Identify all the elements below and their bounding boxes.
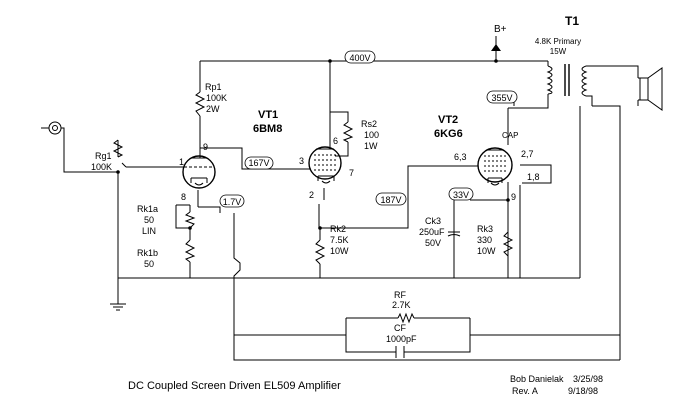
output-transformer-icon	[546, 64, 593, 106]
t1-primary-label: 4.8K Primary	[535, 37, 581, 46]
wires	[63, 36, 639, 361]
svg-text:187V: 187V	[380, 195, 401, 205]
input-jack-icon	[41, 121, 65, 135]
rp1-ref-label: Rp1	[205, 82, 222, 92]
voltage-badge-1-7v: 1.7V	[219, 194, 245, 208]
vt1-pin-8: 8	[181, 192, 186, 202]
rk1a-value-label: 50	[144, 215, 154, 225]
vt1-pin-6: 6	[333, 136, 338, 146]
vt1-pin-2: 2	[309, 190, 314, 200]
vt1-pin-1: 1	[179, 157, 184, 167]
vt1-pin-3: 3	[299, 156, 304, 166]
author-date-label: 3/25/98	[573, 374, 603, 384]
diagram-title: DC Coupled Screen Driven EL509 Amplifier	[128, 380, 341, 392]
vt2-pin-a: 2,7	[521, 149, 534, 159]
rk3-value-label: 330	[477, 235, 492, 245]
svg-text:355V: 355V	[491, 93, 512, 103]
vt1-pin-9: 9	[203, 142, 208, 152]
rg1-value-label: 100K	[91, 162, 112, 172]
voltage-badge-355v: 355V	[486, 90, 518, 104]
vt1-ref-label: VT1	[258, 109, 278, 121]
vt2-pin-g: 6,3	[454, 152, 467, 162]
voltage-badge-187v: 187V	[375, 192, 407, 206]
capacitor-cf	[395, 346, 405, 358]
t1-ref-label: T1	[565, 14, 579, 28]
rk1a-ref-label: Rk1a	[137, 204, 158, 214]
cf-value-label: 1000pF	[386, 334, 417, 344]
vt1-pentode-icon	[308, 134, 342, 184]
vt2-cap-label: CAP	[502, 131, 518, 140]
rk1b-value-label: 50	[144, 259, 154, 269]
rk3-ref-label: Rk3	[477, 224, 493, 234]
rk1b-ref-label: Rk1b	[137, 248, 158, 258]
speaker-icon	[638, 67, 663, 111]
rk2-value-label: 7.5K	[330, 235, 349, 245]
vt2-pin-k: 1,8	[527, 172, 540, 182]
svg-text:33V: 33V	[453, 190, 469, 200]
revision-date-label: 9/18/98	[568, 386, 598, 396]
resistor-rg1	[112, 139, 127, 168]
rp1-power-label: 2W	[206, 104, 220, 114]
b-plus-label: B+	[494, 24, 507, 35]
ck3-value-label: 250uF	[419, 227, 445, 237]
ground-symbol	[110, 300, 126, 311]
vt1-type-label: 6BM8	[253, 123, 282, 135]
vt1-pin-7: 7	[349, 168, 354, 178]
resistor-rp1	[194, 91, 206, 117]
rg1-ref-label: Rg1	[95, 151, 112, 161]
ck3-voltage-label: 50V	[425, 238, 441, 248]
resistor-rk3	[502, 231, 514, 257]
voltage-badge-33v: 33V	[448, 187, 474, 201]
svg-text:1.7V: 1.7V	[223, 197, 242, 207]
resistor-rs2	[342, 121, 354, 143]
resistor-rk1a	[184, 211, 196, 229]
vt1-triode-icon	[182, 155, 216, 189]
rk2-power-label: 10W	[330, 246, 349, 256]
rs2-ref-label: Rs2	[361, 119, 377, 129]
author-label: Bob Danielak	[510, 374, 564, 384]
capacitor-ck3	[447, 230, 461, 237]
resistor-rk1b	[184, 239, 196, 263]
rk1a-type-label: LIN	[142, 226, 156, 236]
rf-ref-label: RF	[394, 290, 406, 300]
vt2-type-label: 6KG6	[434, 128, 463, 140]
rk3-power-label: 10W	[477, 246, 496, 256]
voltage-badge-167v: 167V	[244, 156, 274, 170]
resistor-rk2	[314, 239, 326, 265]
rs2-power-label: 1W	[364, 141, 378, 151]
revision-label: Rev. A	[512, 386, 538, 396]
rp1-value-label: 100K	[206, 93, 227, 103]
ck3-ref-label: Ck3	[425, 216, 441, 226]
vt2-pentode-icon	[462, 147, 513, 186]
resistor-rf	[397, 312, 415, 324]
rs2-value-label: 100	[364, 130, 379, 140]
vt2-ref-label: VT2	[438, 114, 458, 126]
junction-dots	[116, 59, 510, 230]
voltage-badge-400v: 400V	[344, 50, 376, 64]
cf-ref-label: CF	[394, 323, 406, 333]
svg-text:400V: 400V	[349, 53, 370, 63]
rf-value-label: 2.7K	[392, 300, 411, 310]
t1-power-label: 15W	[550, 47, 567, 56]
rk2-ref-label: Rk2	[330, 224, 346, 234]
vt2-pin-g2: 9	[511, 192, 516, 202]
svg-text:167V: 167V	[248, 158, 269, 168]
